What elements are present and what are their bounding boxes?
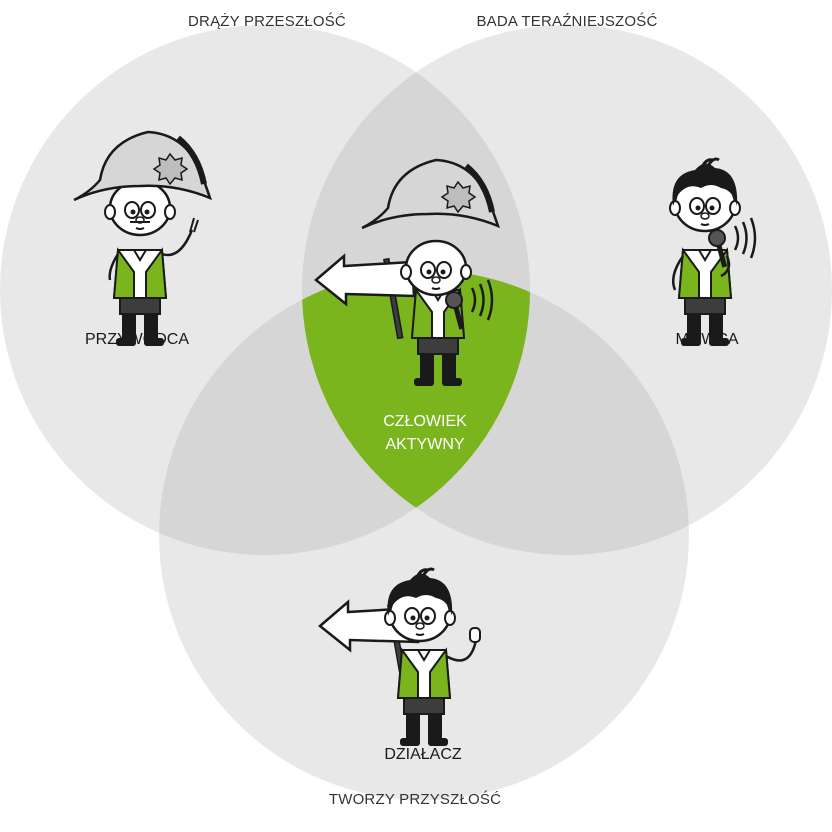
label-active-line1: CZŁOWIEK (383, 413, 467, 430)
leader-figure (74, 132, 210, 347)
label-active-line2: AKTYWNY (385, 436, 465, 453)
speaker-figure (668, 157, 757, 347)
activist-figure (318, 567, 481, 747)
caption-future: TWORZY PRZYSZŁOŚĆ (328, 791, 502, 808)
caption-past: DRĄŻY PRZESZŁOŚĆ (188, 13, 346, 30)
label-leader: PRZYWÓDCA (85, 331, 189, 348)
label-activist: DZIAŁACZ (384, 746, 462, 763)
caption-present: BADA TERAŹNIEJSZOŚĆ (476, 13, 658, 30)
label-active-person: CZŁOWIEK AKTYWNY (355, 410, 495, 456)
label-speaker: MÓWCA (675, 331, 739, 348)
